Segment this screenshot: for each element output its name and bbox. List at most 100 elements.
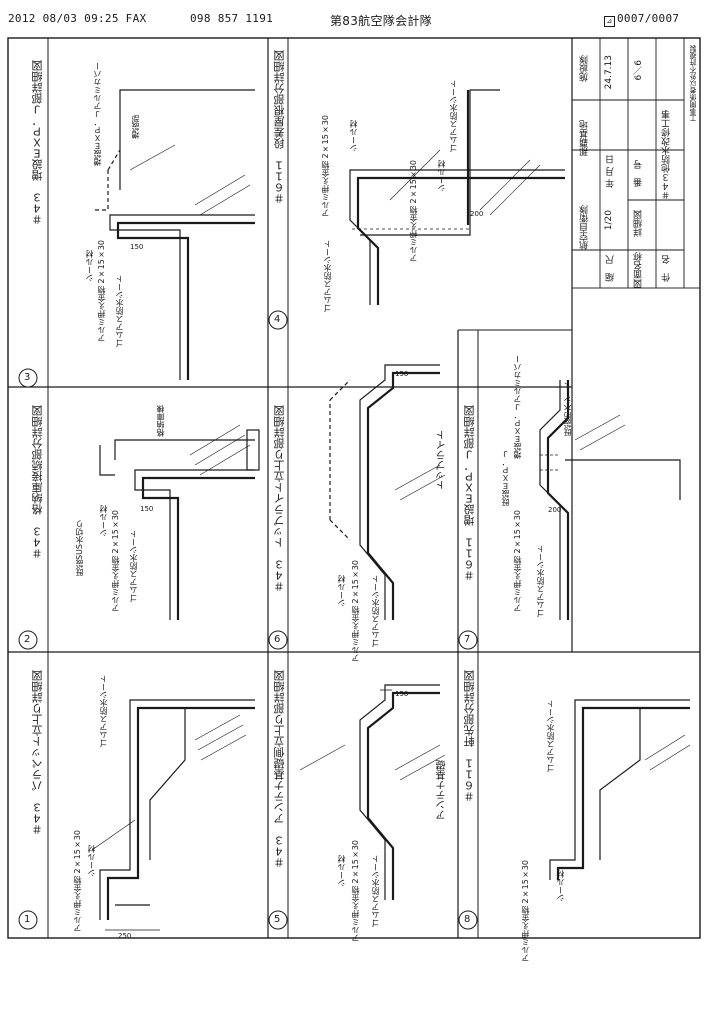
panel-number-markers xyxy=(18,310,478,930)
p4-dimension: 200 xyxy=(470,210,484,218)
p3-label-part: 増設部 xyxy=(131,115,140,139)
p5-label-metal: アルミ押え金物 2×15×30 xyxy=(350,840,361,942)
panel-4-title: ＃６１１ 段差屋根部分詳細図 xyxy=(273,50,286,204)
p8-metal-size: 2×15×30 xyxy=(521,860,530,904)
p4-label-seal2: シール材 xyxy=(437,160,446,192)
p6-label-toplight: トップライト xyxy=(437,430,448,490)
panel-8-number: 8 xyxy=(464,914,471,925)
panel-7-drawing xyxy=(539,380,681,620)
p4-metal-name: アルミ押え金物 xyxy=(321,161,330,217)
p6-metal-size: 2×15×30 xyxy=(351,560,360,604)
fax-datetime: 2012 08/03 09:25 FAX xyxy=(8,12,147,25)
tb-label-scale: 縮 尺 xyxy=(606,255,616,282)
tb-dept: 施設隊 xyxy=(580,55,590,82)
p3-label-seal: シール材 xyxy=(85,250,94,282)
panel-8-title: ＃６１１ 軒先部分詳細図 xyxy=(463,670,476,802)
panel-7-number: 7 xyxy=(464,634,471,645)
p2-label-building: 格納庫棟 xyxy=(156,405,165,437)
p6-label-seal: シール材 xyxy=(337,575,346,607)
panel-1-drawing xyxy=(91,699,255,931)
panel-1-number: 1 xyxy=(24,914,31,925)
p5-label-sheet: ゴムアス防水シート xyxy=(371,855,380,927)
p1-metal-name: アルミ押え金物 xyxy=(73,876,82,932)
tb-value-scale: 1/20 xyxy=(604,210,614,231)
tb-heading: 工事関係者以外不許複製 xyxy=(689,45,697,122)
p5-dimension: 150 xyxy=(395,690,409,698)
panel-5-drawing xyxy=(299,684,446,900)
p6-label-metal: アルミ押え金物 2×15×30 xyxy=(350,560,361,662)
p8-metal-name: アルミ押え金物 xyxy=(521,906,530,962)
p5-label-seal: シール材 xyxy=(337,855,346,887)
p8-label-metal: アルミ押え金物 2×15×30 xyxy=(520,860,531,962)
fax-header: 2012 08/03 09:25 FAX 098 857 1191 第83航空隊… xyxy=(0,0,724,30)
panel-3-drawing xyxy=(95,89,255,380)
p4-label-metal2: アルミ押え金物 2×15×30 xyxy=(408,160,419,262)
p5-metal-size: 2×15×30 xyxy=(351,840,360,884)
p3-metal-size: 2×15×30 xyxy=(97,240,106,284)
p7-metal-size: 2×15×30 xyxy=(513,510,522,554)
tb-label-number: 番 号 xyxy=(634,160,644,187)
p7-dimension: 200 xyxy=(548,506,562,514)
p3-metal-name: アルミ押え金物 xyxy=(97,286,106,342)
tb-label-name: 件 名 xyxy=(662,255,672,282)
fax-number: 098 857 1191 xyxy=(190,12,274,25)
p6-label-sheet: ゴムアス防水シート xyxy=(371,575,380,647)
p7-metal-name: アルミ押え金物 xyxy=(513,556,522,612)
p4-label-seal: シール材 xyxy=(349,120,358,152)
panel-2-title: ＃４３ 格納庫接続部分詳細図 xyxy=(31,405,44,559)
p8-label-sheet: ゴムアス防水シート xyxy=(546,700,555,772)
p5-metal-name: アルミ押え金物 xyxy=(351,886,360,942)
p1-label-sheet: ゴムアス防水シート xyxy=(99,675,108,747)
p4-metal-size: 2×15×30 xyxy=(321,115,330,159)
p2-metal-size: 2×15×30 xyxy=(111,510,120,554)
panel-2-drawing xyxy=(99,424,260,620)
p1-dimension: 250 xyxy=(118,932,132,940)
p7-label-old: 既設ＥＸＰ．Ｊ xyxy=(501,450,510,506)
fax-sender: 第83航空隊会計隊 xyxy=(330,14,432,28)
panel-3-title: ＃４３ 増設ＥＸＰ．Ｊ部詳細図 xyxy=(31,60,44,225)
p2-label-metal: アルミ押え金物 2×15×30 xyxy=(110,510,121,612)
fax-page-icon: ⊿ xyxy=(604,16,615,27)
p1-label-seal: シール材 xyxy=(87,845,96,877)
p1-label-metal: アルミ押え金物 2×15×30 xyxy=(72,830,83,932)
p2-dimension: 150 xyxy=(140,505,154,513)
fax-page-value: 0007/0007 xyxy=(617,12,680,25)
p7-label-cover: 増設ＥＸＰ．Ｊアルミカバー xyxy=(513,355,522,459)
p3-dimension: 150 xyxy=(130,243,144,251)
p2-label-sheet: ゴムアス防水シート xyxy=(129,530,138,602)
p4-label-metal: アルミ押え金物 2×15×30 xyxy=(320,115,331,217)
p2-metal-name: アルミ押え金物 xyxy=(111,556,120,612)
panel-5-title: ＃４３ アンテナ基礎側立上り部詳細図 xyxy=(273,670,286,868)
panel-4-drawing xyxy=(349,89,565,305)
p1-metal-size: 2×15×30 xyxy=(73,830,82,874)
tb-organization: 航空自衛隊 xyxy=(580,205,590,250)
tb-label-drawing: 図面名称 xyxy=(634,252,644,288)
p3-label-cover: 増設ＥＸＰ．Ｊアルミカバー xyxy=(93,62,102,166)
p6-metal-name: アルミ押え金物 xyxy=(351,606,360,662)
panel-6-title: ＃４３ トップライト立上り部詳細図 xyxy=(273,405,286,592)
tb-base: 那覇基地 xyxy=(580,120,590,156)
panel-6-drawing xyxy=(329,364,446,620)
p2-label-seal: シール材 xyxy=(99,505,108,537)
tb-value-drawing: 詳細図 xyxy=(634,210,644,237)
panel-1-title: ＃４３ パラペット立上り詳細図 xyxy=(31,670,44,835)
p7-label-metal: アルミ押え金物 2×15×30 xyxy=(512,510,523,612)
p8-label-seal: シール材 xyxy=(556,870,565,902)
panel-3-number: 3 xyxy=(24,372,31,383)
panel-4-number: 4 xyxy=(274,314,281,325)
p6-dimension: 150 xyxy=(395,370,409,378)
panel-5-number: 5 xyxy=(274,914,281,925)
title-block-grid xyxy=(571,37,701,289)
p4-metal2-name: アルミ押え金物 xyxy=(409,206,418,262)
panel-8-drawing xyxy=(549,699,691,880)
tb-value-name: ＃４３他防水改修工事 xyxy=(662,110,672,200)
p4-metal2-size: 2×15×30 xyxy=(409,160,418,204)
p2-label-existing: 既設SUS水切り xyxy=(75,520,84,577)
panel-2-number: 2 xyxy=(24,634,31,645)
p4-label-sheet2: ゴムアス防水シート xyxy=(323,240,332,312)
p3-label-sheet: ゴムアス防水シート xyxy=(115,275,124,347)
p7-label-existing: 既設防水シート xyxy=(563,380,572,436)
p4-label-sheet: ゴムアス防水シート xyxy=(449,80,458,152)
tb-value-date: 24.7.13 xyxy=(604,55,614,90)
